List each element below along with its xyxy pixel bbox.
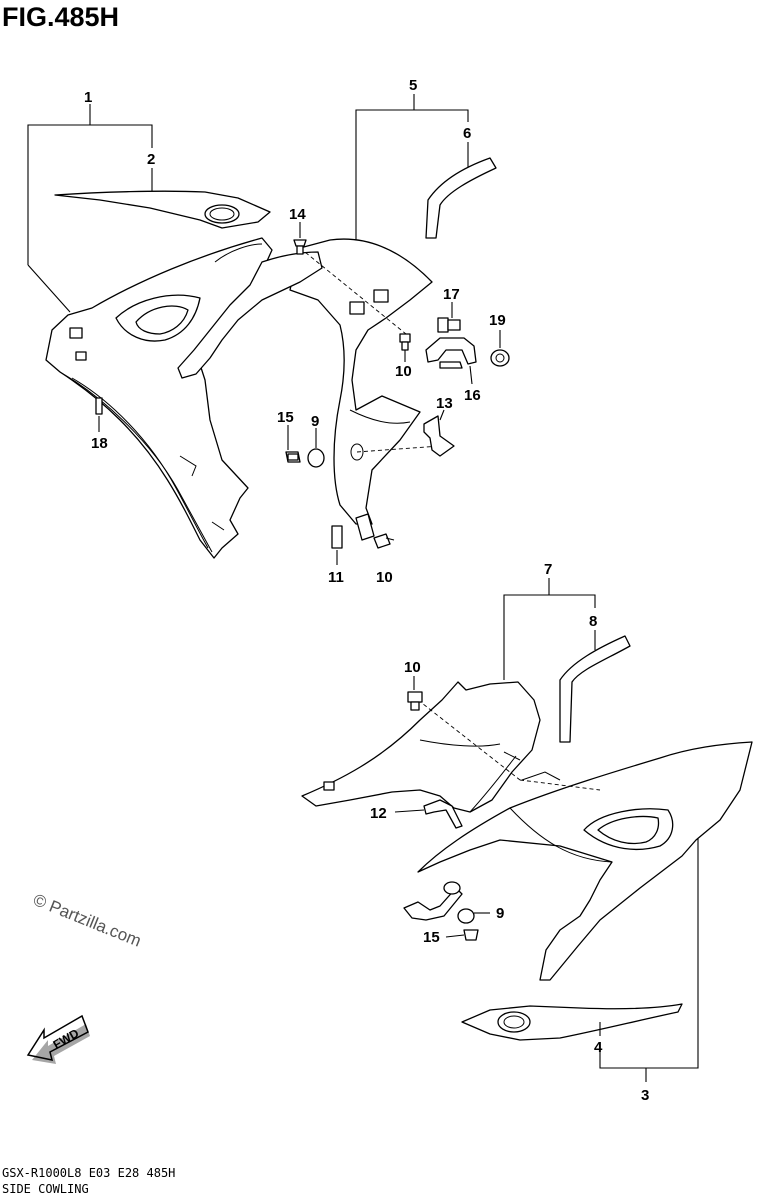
part-13-bracket bbox=[423, 415, 455, 457]
callout-6: 6 bbox=[463, 125, 471, 142]
callout-7: 7 bbox=[544, 561, 552, 578]
model-code: GSX-R1000L8 E03 E28 485H bbox=[2, 1166, 176, 1180]
part-16-bracket bbox=[425, 337, 477, 369]
callout-13: 13 bbox=[436, 395, 453, 412]
callout-4: 4 bbox=[594, 1039, 603, 1056]
callout-15-upper: 15 bbox=[277, 409, 294, 426]
part-6-trim-strip bbox=[425, 157, 497, 239]
leader-7 bbox=[503, 578, 596, 680]
copyright-text: © Partzilla.com bbox=[31, 890, 144, 951]
callout-5: 5 bbox=[409, 77, 417, 94]
callout-15-lower: 15 bbox=[423, 929, 440, 946]
part-14-screw bbox=[293, 239, 307, 255]
part-15-screw-lower bbox=[463, 929, 479, 941]
part-2-trim bbox=[54, 190, 271, 229]
callout-2: 2 bbox=[147, 151, 155, 168]
callout-12: 12 bbox=[370, 805, 387, 822]
leader-5 bbox=[355, 94, 469, 255]
part-11-pad bbox=[331, 525, 343, 549]
part-lower-bracket bbox=[403, 881, 463, 921]
callout-10-lower: 10 bbox=[404, 659, 421, 676]
callout-9-lower: 9 bbox=[496, 905, 504, 922]
part-18-clip bbox=[95, 397, 103, 415]
callout-9-upper: 9 bbox=[311, 413, 319, 430]
align-line-upper-1 bbox=[299, 247, 407, 335]
callout-8: 8 bbox=[589, 613, 597, 630]
leader-16 bbox=[469, 365, 473, 385]
leader-1 bbox=[27, 104, 153, 313]
callout-19: 19 bbox=[489, 312, 506, 329]
leader-15-lower bbox=[445, 934, 465, 938]
callout-10-upper: 10 bbox=[395, 363, 412, 380]
align-line-lower-1 bbox=[417, 699, 521, 781]
part-9-nut-lower bbox=[457, 908, 475, 924]
part-10-bolt-lower bbox=[407, 691, 423, 711]
part-9-nut-upper bbox=[307, 448, 325, 468]
callout-17: 17 bbox=[443, 286, 460, 303]
part-1-side-cowling bbox=[45, 237, 273, 559]
callout-14: 14 bbox=[289, 206, 306, 223]
part-5-inner-cowling bbox=[177, 238, 433, 541]
section-name: SIDE COWLING bbox=[2, 1182, 89, 1196]
part-8-trim-strip bbox=[559, 635, 631, 743]
part-4-trim bbox=[461, 1003, 683, 1041]
leader-12 bbox=[394, 809, 425, 813]
part-3-side-cowling bbox=[417, 741, 753, 981]
part-7-inner-cowling bbox=[301, 681, 541, 813]
callout-1: 1 bbox=[84, 89, 92, 106]
callout-11: 11 bbox=[328, 569, 344, 586]
fwd-arrow-icon: FWD bbox=[26, 1014, 90, 1064]
callout-3: 3 bbox=[641, 1087, 649, 1104]
leader-13 bbox=[439, 409, 445, 421]
callout-16: 16 bbox=[464, 387, 481, 404]
part-10-bolt-mid bbox=[373, 533, 395, 549]
part-10-bolt-upper bbox=[399, 333, 411, 351]
part-15-screw-upper bbox=[285, 451, 301, 463]
leader-3 bbox=[599, 838, 699, 1082]
part-19-grommet bbox=[490, 349, 510, 367]
callout-10-mid: 10 bbox=[376, 569, 393, 586]
figure-title: FIG.485H bbox=[2, 2, 120, 32]
part-12-bracket bbox=[423, 799, 463, 829]
callout-18: 18 bbox=[91, 435, 108, 452]
part-17-bolt bbox=[437, 317, 461, 333]
